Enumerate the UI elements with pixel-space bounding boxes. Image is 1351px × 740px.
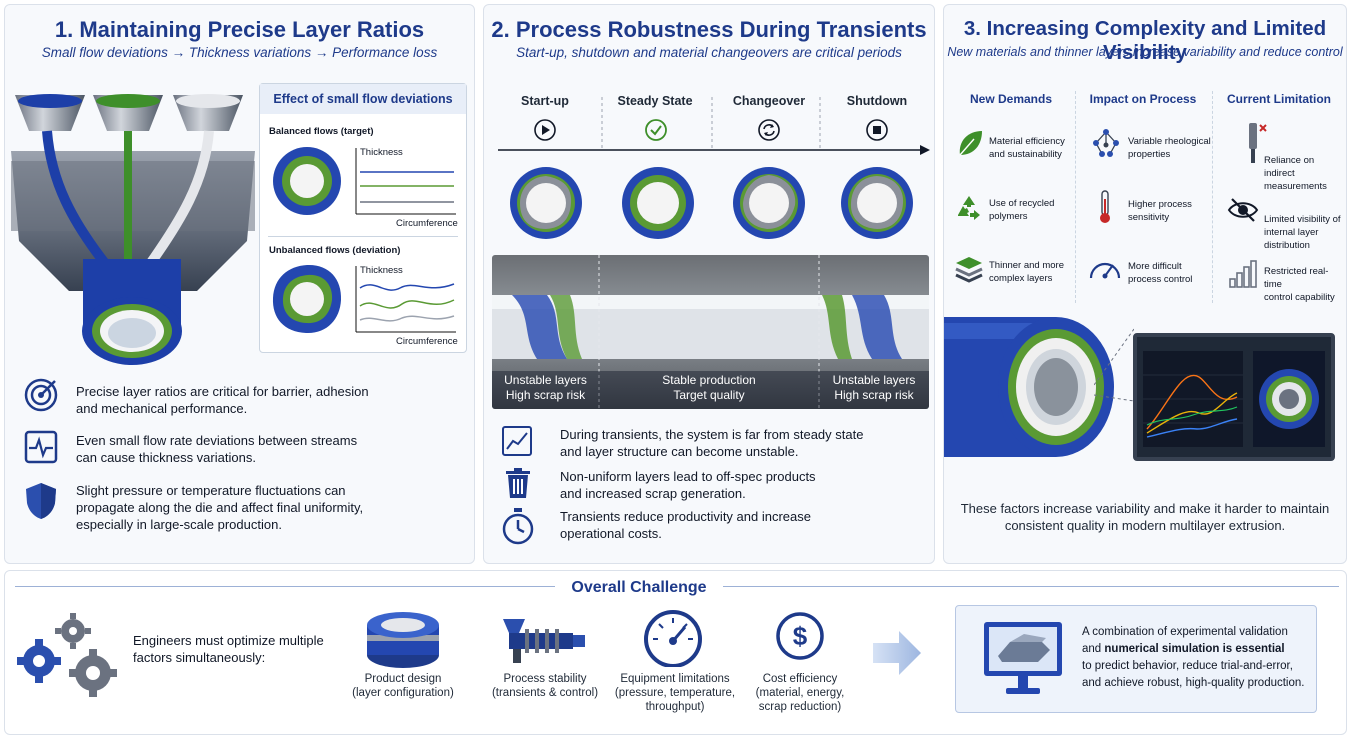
stage-changeover-label: Changeover [732,94,806,108]
shutdown-ring [841,167,913,239]
overall-challenge-panel: Overall Challenge Engineers must optimiz… [4,570,1347,735]
point-flow-deviation: Even small flow rate deviations between … [76,433,358,465]
pipe-illustration [944,317,1114,457]
recycle-icon [958,196,980,220]
panel-process-robustness: 2. Process Robustness During Transients … [483,4,935,564]
column-divider [1075,91,1076,303]
point-scrap: Non-uniform layers lead to off-spec prod… [560,469,816,501]
factor-process-stability: Process stability(transients & control) [491,673,599,699]
photo-label-startup: Unstable layers High scrap risk [504,373,587,402]
stage-shutdown-label: Shutdown [846,94,908,108]
stage-startup-label: Start-up [521,94,569,108]
title-rule-right [723,586,1339,587]
balanced-label: Balanced flows (target) [269,126,374,137]
point-productivity: Transients reduce productivity and incre… [560,509,811,541]
stage-steady-label: Steady State [617,94,693,108]
stopwatch-icon [502,508,534,545]
simulation-monitor-icon [984,622,1062,694]
flow-deviation-inset: Effect of small flow deviations Balanced… [259,83,467,353]
unbalanced-x-label: Circumference [396,336,458,347]
stop-icon [866,119,888,141]
unbalanced-label: Unbalanced flows (deviation) [269,245,401,256]
pulse-icon [24,430,58,464]
balanced-y-label: Thickness [360,147,403,158]
panel-complexity: 3. Increasing Complexity and Limited Vis… [943,4,1347,564]
overall-challenge-title: Overall Challenge [571,579,707,596]
unbalanced-ring-cross-section [272,264,342,334]
balanced-ring-cross-section [273,147,341,215]
extruder-icon [503,619,585,663]
molecule-icon [1093,129,1119,157]
shield-icon [26,483,56,519]
trash-icon [506,468,530,498]
startup-ring [510,167,582,239]
stage-timeline [498,97,930,155]
title-rule-left [15,586,555,587]
thermometer-icon [1100,190,1110,223]
point-pressure-temperature: Slight pressure or temperature fluctuati… [76,483,364,532]
point-layer-ratios: Precise layer ratios are critical for ba… [76,384,369,416]
trend-chart-icon [502,426,532,456]
changeover-ring [733,167,805,239]
overall-intro: Engineers must optimize multiple factors… [133,633,324,665]
panel-layer-ratios: 1. Maintaining Precise Layer Ratios Smal… [4,4,475,564]
panel-subtitle: New materials and thinner layers increas… [947,45,1343,59]
refresh-icon [758,119,780,141]
arrow-right-icon [873,631,921,675]
layered-disc-icon [367,612,439,668]
conclusion-box: A combination of experimental validation… [955,605,1317,713]
panel-title: 3. Increasing Complexity and Limited Vis… [963,17,1327,64]
factor-product-design: Product design(layer configuration) [352,673,454,699]
monitor-illustration [1133,333,1335,461]
coextrusion-die-illustration [11,91,255,373]
target-icon [24,378,58,412]
column-header-limitation: Current Limitation [1227,92,1331,106]
play-icon [534,119,556,141]
check-icon [645,119,667,141]
leaf-icon [959,131,982,156]
unbalanced-thickness-plot [355,266,456,333]
panel-title: 2. Process Robustness During Transients [491,17,927,42]
panel-subtitle: Start-up, shutdown and material changeov… [516,45,902,60]
point-transients: During transients, the system is far fro… [560,427,864,459]
conclusion-text: A combination of experimental validation… [1082,626,1305,689]
layers-icon [955,257,983,283]
factor-cost: Cost efficiency(material, energy,scrap r… [755,673,845,713]
dollar-icon: $ [776,612,824,660]
panel-title: 1. Maintaining Precise Layer Ratios [54,17,425,42]
svg-text:$: $ [793,621,808,651]
inset-title: Effect of small flow deviations [260,84,466,114]
production-line-photo: Unstable layers High scrap risk Stable p… [492,255,929,409]
sensor-icon [1249,123,1267,163]
column-header-impact: Impact on Process [1089,92,1197,106]
steady-state-ring [622,167,694,239]
callout-line [1094,328,1134,402]
unbalanced-y-label: Thickness [360,265,403,276]
gauge-icon [1089,262,1121,279]
panel3-summary: These factors increase variability and m… [960,501,1330,533]
eye-off-icon [1227,198,1259,222]
inset-divider [268,236,458,237]
speedometer-icon [644,610,702,667]
balanced-x-label: Circumference [396,218,458,229]
factor-equipment: Equipment limitations(pressure, temperat… [614,673,736,713]
balanced-thickness-plot [355,148,456,215]
photo-label-shutdown: Unstable layers High scrap risk [832,373,916,402]
column-header-demands: New Demands [969,92,1053,106]
bar-chart-icon [1229,260,1257,288]
gears-icon [17,613,117,697]
column-divider [1212,91,1213,303]
photo-label-steady: Stable production Target quality [662,373,756,402]
panel-subtitle: Small flow deviations → Thickness variat… [41,45,438,60]
